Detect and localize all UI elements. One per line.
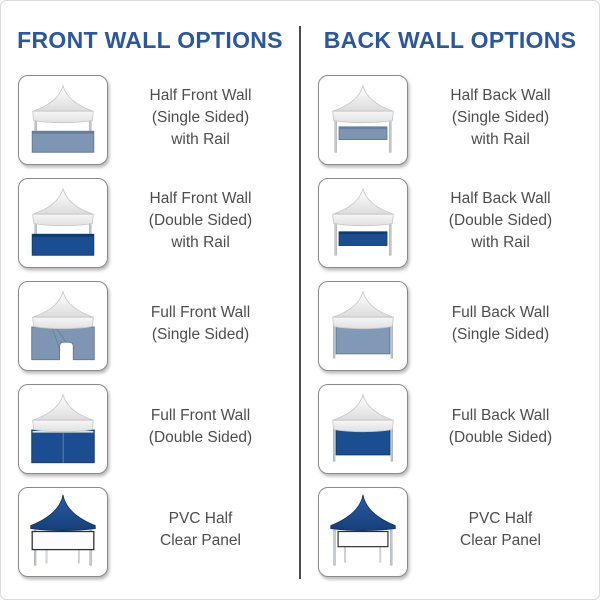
option-label: Full Front Wall (Single Sided): [150, 303, 251, 343]
front-wall-title: FRONT WALL OPTIONS: [17, 27, 283, 53]
option-row: Half Front Wall (Single Sided) with Rail: [18, 74, 299, 165]
tent-half-front-wall-double-icon: [18, 177, 108, 268]
column-divider: [299, 26, 301, 579]
option-row: Full Back Wall (Single Sided): [318, 280, 599, 371]
option-row: Half Front Wall (Double Sided) with Rail: [18, 177, 299, 268]
tent-full-back-wall-double-icon: [318, 383, 408, 474]
back-wall-title: BACK WALL OPTIONS: [323, 27, 577, 53]
option-label: Half Back Wall (Double Sided) with Rail: [448, 189, 553, 251]
tent-pvc-half-clear-panel-front-icon: [18, 486, 108, 577]
tent-pvc-half-clear-panel-back-icon: [318, 486, 408, 577]
tent-half-back-wall-single-icon: [318, 74, 408, 165]
tent-half-back-wall-double-icon: [318, 177, 408, 268]
back-wall-column: BACK WALL OPTIONS Half Back Wall (Single…: [301, 1, 599, 599]
option-label: Half Back Wall (Single Sided) with Rail: [450, 86, 551, 148]
option-row: PVC Half Clear Panel: [318, 486, 599, 577]
tent-half-front-wall-single-icon: [18, 74, 108, 165]
option-label: PVC Half Clear Panel: [460, 509, 541, 549]
option-row: Full Front Wall (Double Sided): [18, 383, 299, 474]
option-row: PVC Half Clear Panel: [18, 486, 299, 577]
option-row: Full Back Wall (Double Sided): [318, 383, 599, 474]
tent-full-front-wall-single-icon: [18, 280, 108, 371]
option-label: Full Back Wall (Single Sided): [451, 303, 550, 343]
front-wall-column: FRONT WALL OPTIONS Half Front Wall (Sing…: [1, 1, 299, 599]
option-row: Full Front Wall (Single Sided): [18, 280, 299, 371]
option-label: Half Front Wall (Double Sided) with Rail: [148, 189, 253, 251]
tent-full-front-wall-double-icon: [18, 383, 108, 474]
option-label: Full Front Wall (Double Sided): [148, 406, 253, 446]
option-label: PVC Half Clear Panel: [160, 509, 241, 549]
option-label: Full Back Wall (Double Sided): [448, 406, 553, 446]
option-row: Half Back Wall (Single Sided) with Rail: [318, 74, 599, 165]
option-label: Half Front Wall (Single Sided) with Rail: [149, 86, 252, 148]
tent-full-back-wall-single-icon: [318, 280, 408, 371]
option-row: Half Back Wall (Double Sided) with Rail: [318, 177, 599, 268]
